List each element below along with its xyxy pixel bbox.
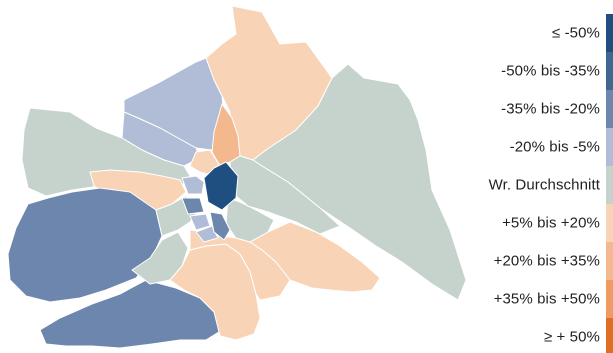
- district-12-meidling[interactable]: [131, 231, 189, 285]
- district-06-mariahilf[interactable]: [189, 213, 211, 231]
- legend-swatch: [606, 318, 613, 353]
- legend-label: +20% bis +35%: [493, 252, 600, 270]
- legend-item: -20% bis -5%: [413, 128, 613, 166]
- legend-label: Wr. Durchschnitt: [488, 176, 600, 194]
- district-10-favoriten[interactable]: [189, 229, 291, 301]
- district-07-neubau[interactable]: [181, 197, 205, 215]
- legend-item: +5% bis +20%: [413, 204, 613, 242]
- legend-label: -50% bis -35%: [501, 62, 600, 80]
- legend-item: ≤ -50%: [413, 14, 613, 52]
- legend-label: +5% bis +20%: [502, 214, 600, 232]
- legend-swatch: [606, 242, 613, 280]
- legend-swatch: [606, 166, 613, 204]
- legend-item: ≥ + 50%: [413, 318, 613, 353]
- district-08-josefstadt[interactable]: [181, 175, 205, 195]
- legend-label: -20% bis -5%: [509, 138, 600, 156]
- district-22-donaustadt[interactable]: [252, 63, 467, 301]
- vienna-district-map: [7, 5, 467, 349]
- legend: ≤ -50% -50% bis -35% -35% bis -20% -20% bis…: [413, 14, 613, 353]
- district-04-wieden[interactable]: [209, 211, 231, 241]
- legend-item: +20% bis +35%: [413, 242, 613, 280]
- legend-swatch: [606, 90, 613, 128]
- legend-swatch: [606, 52, 613, 90]
- legend-label: +35% bis +50%: [493, 290, 600, 308]
- legend-swatch: [606, 280, 613, 318]
- legend-label: -35% bis -20%: [501, 100, 600, 118]
- legend-swatch: [606, 204, 613, 242]
- legend-item: Wr. Durchschnitt: [413, 166, 613, 204]
- district-01-innere-stadt[interactable]: [203, 161, 239, 211]
- legend-item: -50% bis -35%: [413, 52, 613, 90]
- legend-swatch: [606, 14, 613, 52]
- district-02-leopoldstadt[interactable]: [229, 155, 341, 235]
- legend-item: -35% bis -20%: [413, 90, 613, 128]
- legend-item: +35% bis +50%: [413, 280, 613, 318]
- district-11-simmering[interactable]: [249, 221, 381, 293]
- legend-label: ≥ + 50%: [543, 328, 600, 346]
- legend-label: ≤ -50%: [551, 24, 600, 42]
- district-14-penzing[interactable]: [7, 187, 163, 303]
- legend-swatch: [606, 128, 613, 166]
- district-05-margareten[interactable]: [195, 225, 219, 243]
